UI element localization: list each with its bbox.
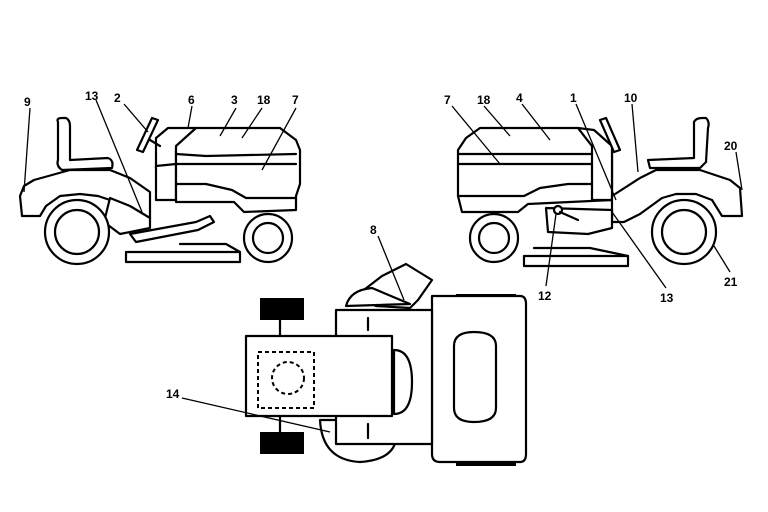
rear-hub-left	[53, 208, 101, 256]
label-21: 21	[724, 275, 738, 289]
deck-top-left	[178, 242, 242, 254]
deck-left	[124, 250, 242, 264]
leader-18-right	[483, 105, 511, 137]
seat-left	[56, 116, 114, 172]
engine-outline	[257, 351, 315, 409]
leader-3	[219, 107, 237, 137]
label-13-left: 13	[85, 89, 99, 103]
leader-4	[521, 103, 551, 141]
leader-9	[23, 107, 31, 193]
label-3: 3	[231, 93, 238, 107]
deck-top-right	[532, 246, 630, 258]
label-2: 2	[114, 91, 121, 105]
seat-top	[452, 330, 498, 424]
leader-7-right	[451, 105, 501, 165]
leader-14	[181, 397, 331, 433]
leader-6	[187, 105, 193, 129]
leader-13-left	[95, 99, 143, 213]
chassis-side-right	[544, 206, 614, 236]
steering-wheel-right	[598, 116, 622, 154]
top-view: 8 14	[166, 223, 528, 466]
label-4: 4	[516, 91, 523, 105]
rear-hub-right	[660, 208, 708, 256]
rear-fender-right	[610, 168, 744, 224]
leader-2	[123, 103, 149, 133]
chute-base	[344, 286, 412, 308]
deck-right	[522, 254, 630, 268]
hood-crease-left	[174, 182, 298, 200]
leader-21	[713, 245, 731, 273]
right-side-view: 7 18 4 1 10 20 21 13 12	[444, 91, 744, 305]
leader-18-left	[241, 107, 263, 139]
lever-right	[558, 210, 580, 222]
label-13-right: 13	[660, 291, 674, 305]
hood-line-left	[174, 152, 298, 158]
label-9: 9	[24, 95, 31, 109]
label-6: 6	[188, 93, 195, 107]
label-7-right: 7	[444, 93, 451, 107]
hood-crease-right	[456, 182, 614, 198]
leader-8	[377, 235, 405, 301]
front-tire-top-left	[260, 298, 304, 320]
leader-10	[631, 103, 639, 173]
label-10: 10	[624, 91, 638, 105]
leader-13-right	[611, 211, 667, 289]
leader-7-left	[261, 107, 297, 171]
hood-left	[174, 126, 302, 214]
dash-lower-left	[154, 162, 178, 202]
front-hub-right	[477, 221, 511, 255]
front-tire-bottom-left	[260, 432, 304, 454]
steering-wheel-left	[135, 116, 160, 154]
steering-top	[392, 348, 414, 416]
label-14: 14	[166, 387, 180, 401]
footrest-left	[128, 214, 216, 244]
steering-column-left	[148, 138, 162, 148]
leader-20	[735, 151, 743, 191]
label-20: 20	[724, 139, 738, 153]
label-18-right: 18	[477, 93, 491, 107]
leader-12	[545, 213, 557, 287]
seat-right	[646, 116, 710, 170]
label-8: 8	[370, 223, 377, 237]
label-12: 12	[538, 289, 552, 303]
label-18-left: 18	[257, 93, 271, 107]
leader-1	[575, 103, 617, 201]
left-side-view: 9 13 2 6 3 18 7	[18, 89, 302, 266]
label-7-left: 7	[292, 93, 299, 107]
hood-top	[244, 334, 394, 418]
label-1: 1	[570, 91, 577, 105]
engine-circle	[271, 361, 305, 395]
front-hub-left	[251, 221, 285, 255]
